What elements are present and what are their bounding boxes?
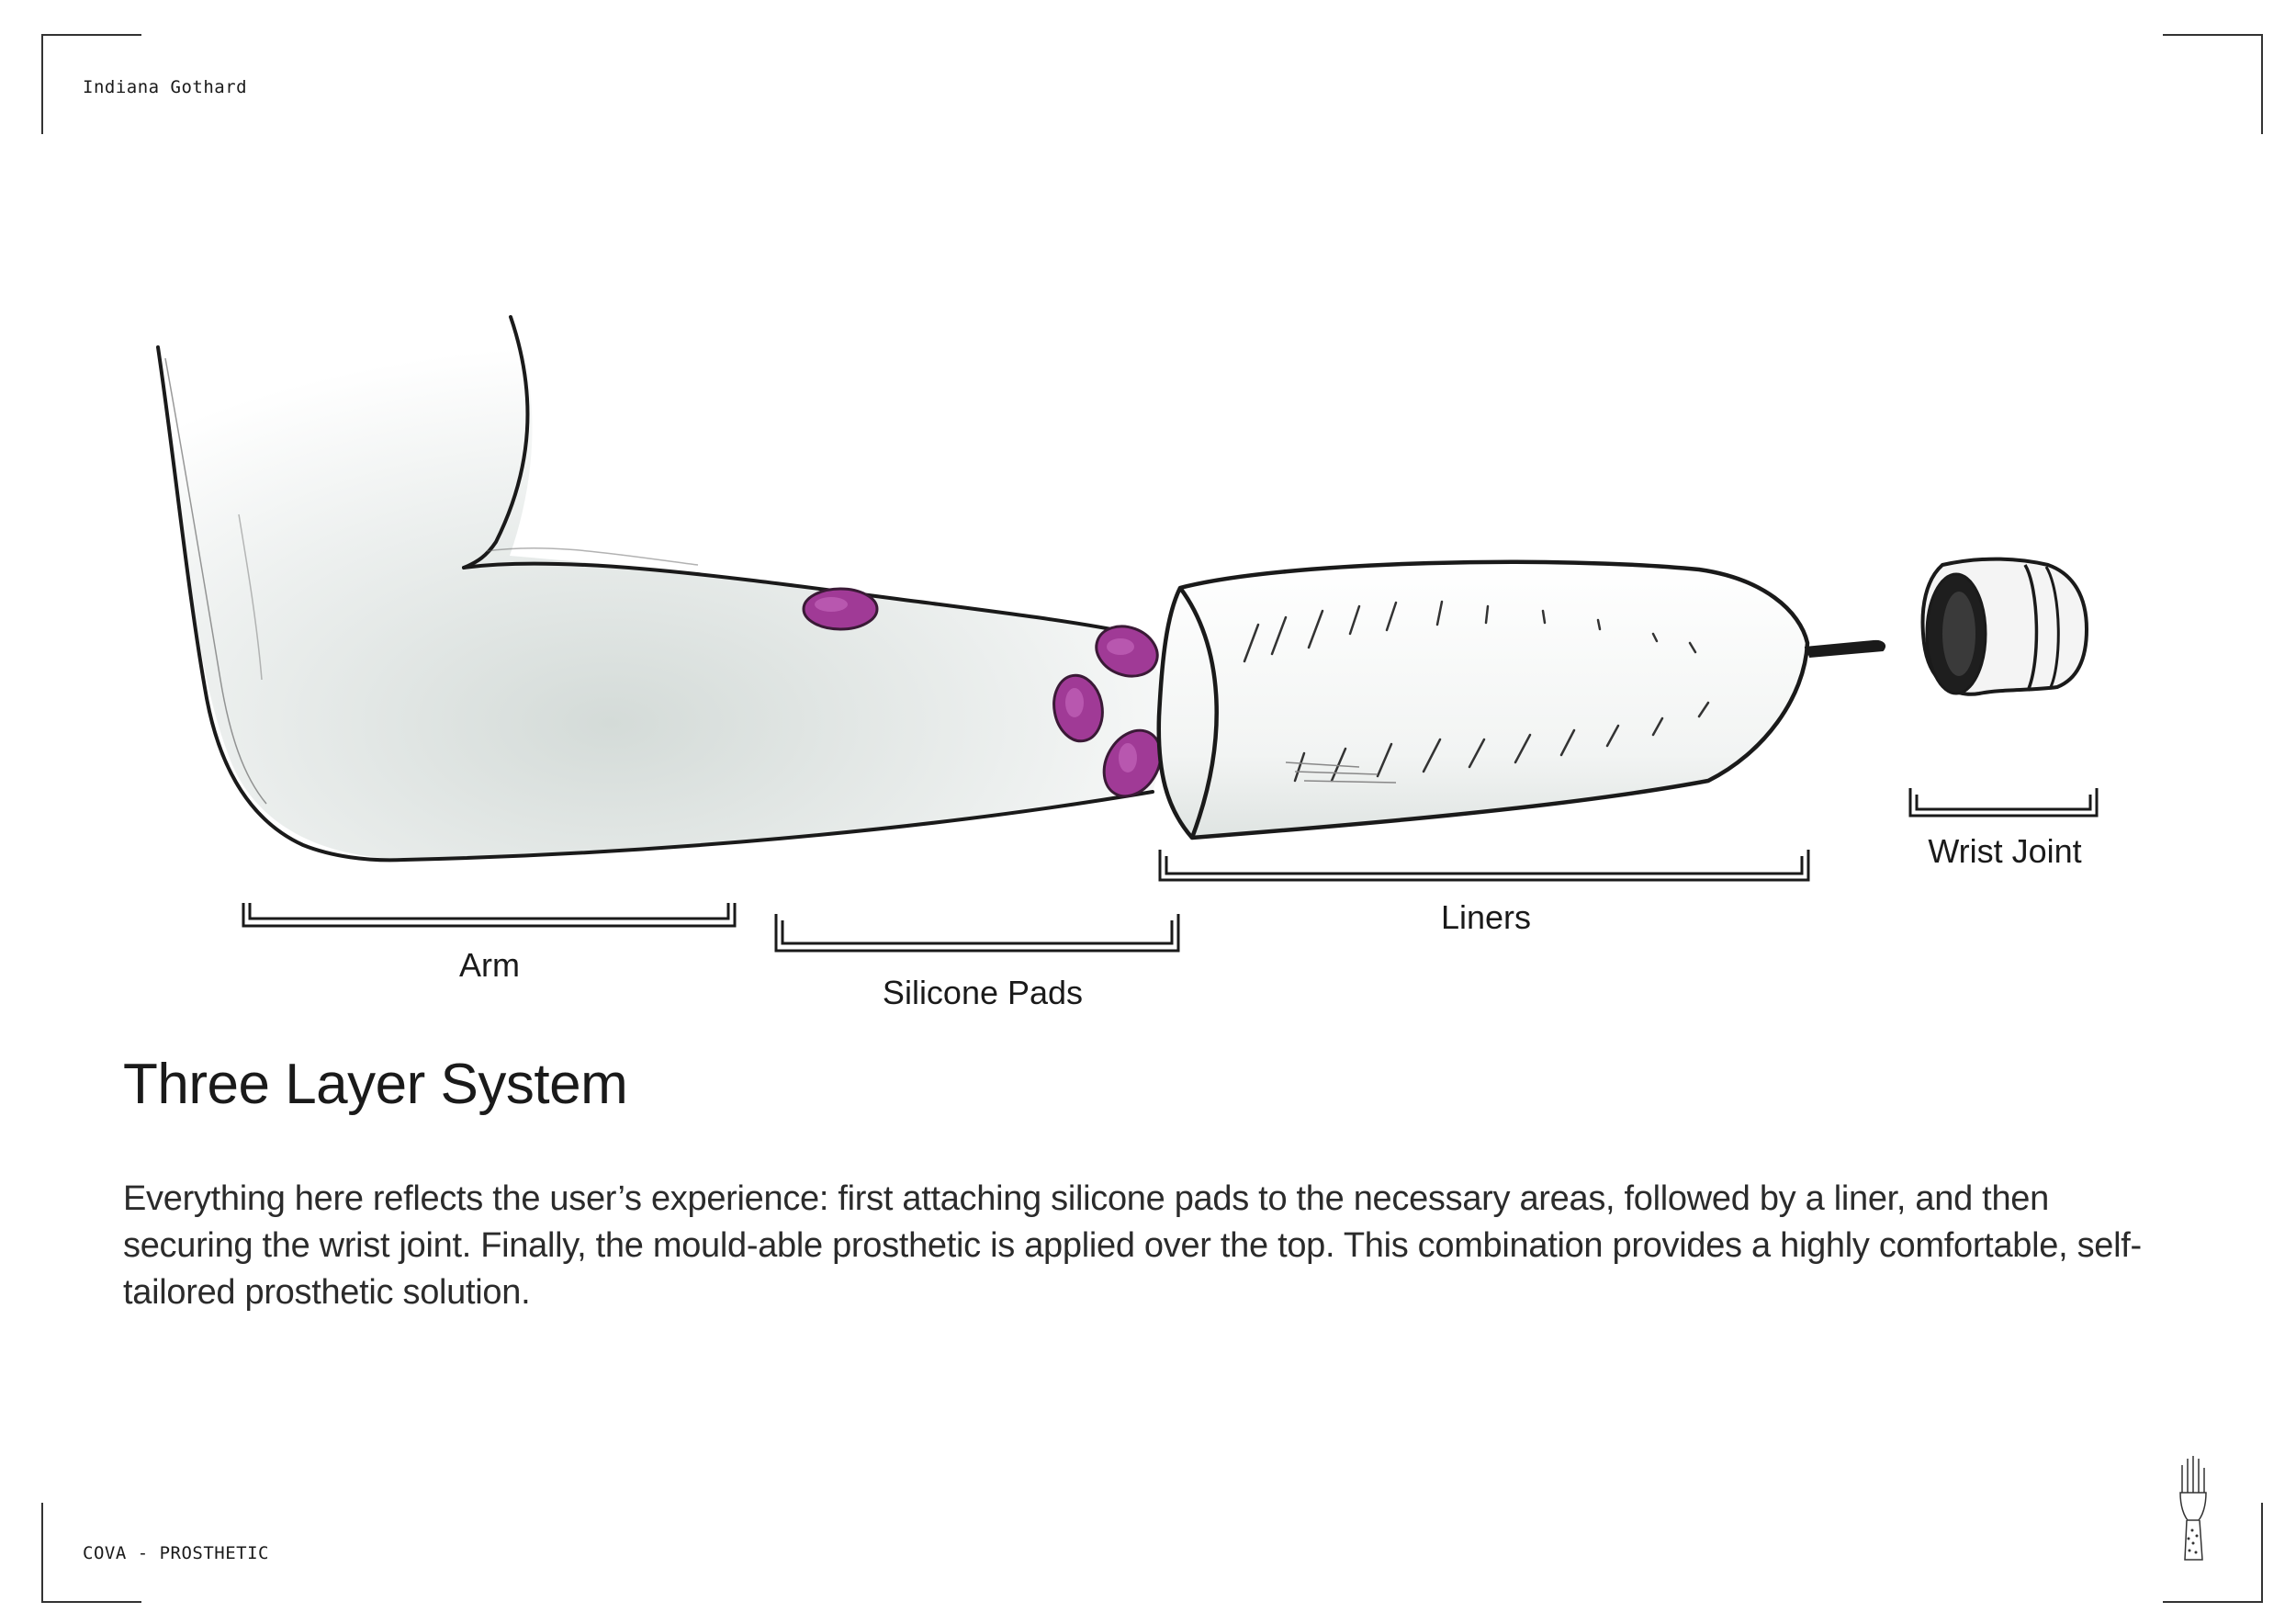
arm-sketch-line bbox=[164, 357, 267, 805]
arm-upper-outline bbox=[156, 345, 406, 863]
arm-label: Arm bbox=[459, 946, 520, 984]
liners-label: Liners bbox=[1440, 898, 1532, 936]
liners-bracket bbox=[1158, 850, 1810, 882]
liner-hatching-bottom bbox=[1293, 701, 1710, 783]
wrist-joint-label: Wrist Joint bbox=[1928, 832, 2082, 870]
silicone-pad-highlight bbox=[1119, 743, 1137, 773]
author-name: Indiana Gothard bbox=[83, 77, 248, 97]
liner-drawing bbox=[1156, 559, 1885, 840]
corner-frame-top-right bbox=[2163, 34, 2263, 134]
arm-lower-outline bbox=[402, 790, 1154, 862]
wrist-joint-ring-2 bbox=[2044, 566, 2060, 690]
footer-project-title: COVA - PROSTHETIC bbox=[83, 1543, 269, 1563]
arm-sketch-line-3 bbox=[486, 547, 699, 566]
liner-body bbox=[1156, 559, 1810, 840]
silicone-pads-label: Silicone Pads bbox=[882, 974, 1084, 1011]
arm-sketch-line-2 bbox=[238, 513, 263, 681]
section-title: Three Layer System bbox=[123, 1053, 628, 1116]
liner-hatching bbox=[1243, 600, 1697, 663]
corner-frame-bottom-right bbox=[2163, 1503, 2263, 1603]
wrist-joint-drawing bbox=[1920, 557, 2089, 696]
silicone-pads-bracket bbox=[774, 914, 1180, 953]
arm-bracket bbox=[242, 903, 737, 928]
silicone-pads bbox=[802, 587, 1163, 798]
liner-opening bbox=[1178, 586, 1219, 839]
liner-connector bbox=[1804, 639, 1885, 658]
arm-drawing bbox=[156, 315, 1164, 863]
arm-silhouette bbox=[158, 317, 1164, 859]
silicone-pad-highlight bbox=[815, 597, 848, 612]
arm-inner-curve bbox=[462, 315, 530, 570]
wrist-joint-ring bbox=[2023, 564, 2039, 692]
silicone-pad-highlight bbox=[1107, 638, 1134, 655]
wrist-joint-opening-inner bbox=[1942, 592, 1975, 676]
wrist-joint-bracket bbox=[1908, 788, 2099, 818]
corner-frame-bottom-left bbox=[41, 1503, 141, 1603]
hand-prosthetic-logo bbox=[2179, 1456, 2207, 1561]
description-paragraph: Everything here reflects the user’s expe… bbox=[123, 1179, 2142, 1312]
corner-frame-top-left bbox=[41, 34, 141, 134]
label-brackets bbox=[242, 788, 2099, 953]
silicone-pad-highlight bbox=[1065, 688, 1084, 717]
liner-shading bbox=[1285, 761, 1397, 784]
